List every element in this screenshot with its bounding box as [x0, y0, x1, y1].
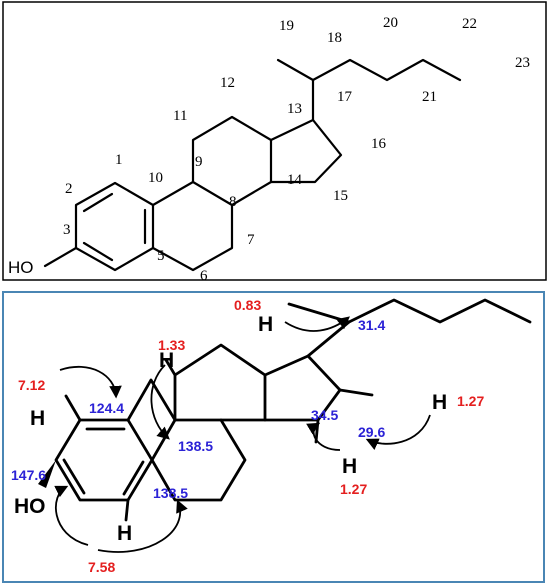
shift-h15: 1.27	[340, 481, 367, 497]
shift-c2: 124.4	[89, 400, 124, 416]
shift-c10: 138.5	[178, 438, 213, 454]
top-panel-border	[2, 1, 547, 281]
shift-h9: 1.33	[158, 337, 185, 353]
top-skeleton	[43, 58, 462, 272]
top-panel: HO 1 2 3 5 6 7 8 9 10 11 12 13 14 15 16 …	[2, 1, 547, 284]
shift-c3: 147.6	[11, 467, 46, 483]
atom-number-11: 11	[173, 108, 187, 124]
atom-number-18: 18	[327, 30, 342, 46]
atom-number-16: 16	[371, 136, 387, 152]
top-ho-label: HO	[8, 258, 34, 277]
atom-number-14: 14	[287, 172, 303, 188]
bottom-panel: HO H H H H H H 124.4 147.6 138.5 138.5 3…	[2, 291, 545, 583]
proton-shifts: 7.12 7.58 1.33 1.27 1.27 0.83	[18, 297, 484, 575]
shift-c14: 34.5	[311, 407, 338, 423]
atom-number-7: 7	[247, 232, 255, 248]
atom-numbers: 1 2 3 5 6 7 8 9 10 11 12 13 14 15 16 17 …	[63, 15, 530, 284]
atom-number-20: 20	[383, 15, 398, 31]
bottom-ho-label: HO	[14, 495, 46, 518]
atom-number-3: 3	[63, 222, 71, 238]
arrow-h16-c15	[365, 414, 431, 450]
shift-c5: 138.5	[153, 485, 188, 501]
atom-number-17: 17	[337, 89, 353, 105]
atom-number-10: 10	[148, 170, 163, 186]
h-atom-c16: H	[432, 391, 447, 414]
atom-number-1: 1	[115, 152, 123, 168]
atom-number-15: 15	[333, 188, 348, 204]
shift-h19: 0.83	[234, 297, 261, 313]
atom-number-13: 13	[287, 101, 302, 117]
arrow-h4-c5	[97, 499, 188, 553]
arrow-h19-c18	[284, 316, 350, 332]
carbon-shifts: 124.4 147.6 138.5 138.5 34.5 29.6 31.4	[11, 317, 385, 501]
shift-h16: 1.27	[457, 393, 484, 409]
shift-h4: 7.58	[88, 559, 115, 575]
arrow-h4-c3	[54, 485, 89, 546]
arrow-h2-c2	[59, 365, 122, 399]
shift-c18: 31.4	[358, 317, 385, 333]
atom-number-5: 5	[157, 248, 165, 264]
arrow-h9-c10	[150, 364, 170, 440]
h-atom-c4: H	[117, 522, 132, 545]
atom-number-2: 2	[65, 181, 73, 197]
atom-number-8: 8	[229, 194, 237, 210]
atom-number-12: 12	[220, 75, 235, 91]
arrow-h15-c14	[306, 422, 341, 451]
shift-c15: 29.6	[358, 424, 385, 440]
atom-number-21: 21	[422, 89, 437, 105]
atom-number-9: 9	[195, 154, 203, 170]
h-atom-c15: H	[342, 455, 357, 478]
h-atom-c2: H	[30, 407, 45, 430]
h-atom-c19: H	[258, 313, 273, 336]
atom-number-23: 23	[515, 55, 530, 71]
bottom-panel-border	[2, 291, 545, 583]
correlation-arrows	[54, 316, 431, 553]
atom-number-19: 19	[279, 18, 294, 34]
shift-h2: 7.12	[18, 377, 45, 393]
atom-number-22: 22	[462, 16, 477, 32]
atom-number-6: 6	[200, 268, 208, 284]
